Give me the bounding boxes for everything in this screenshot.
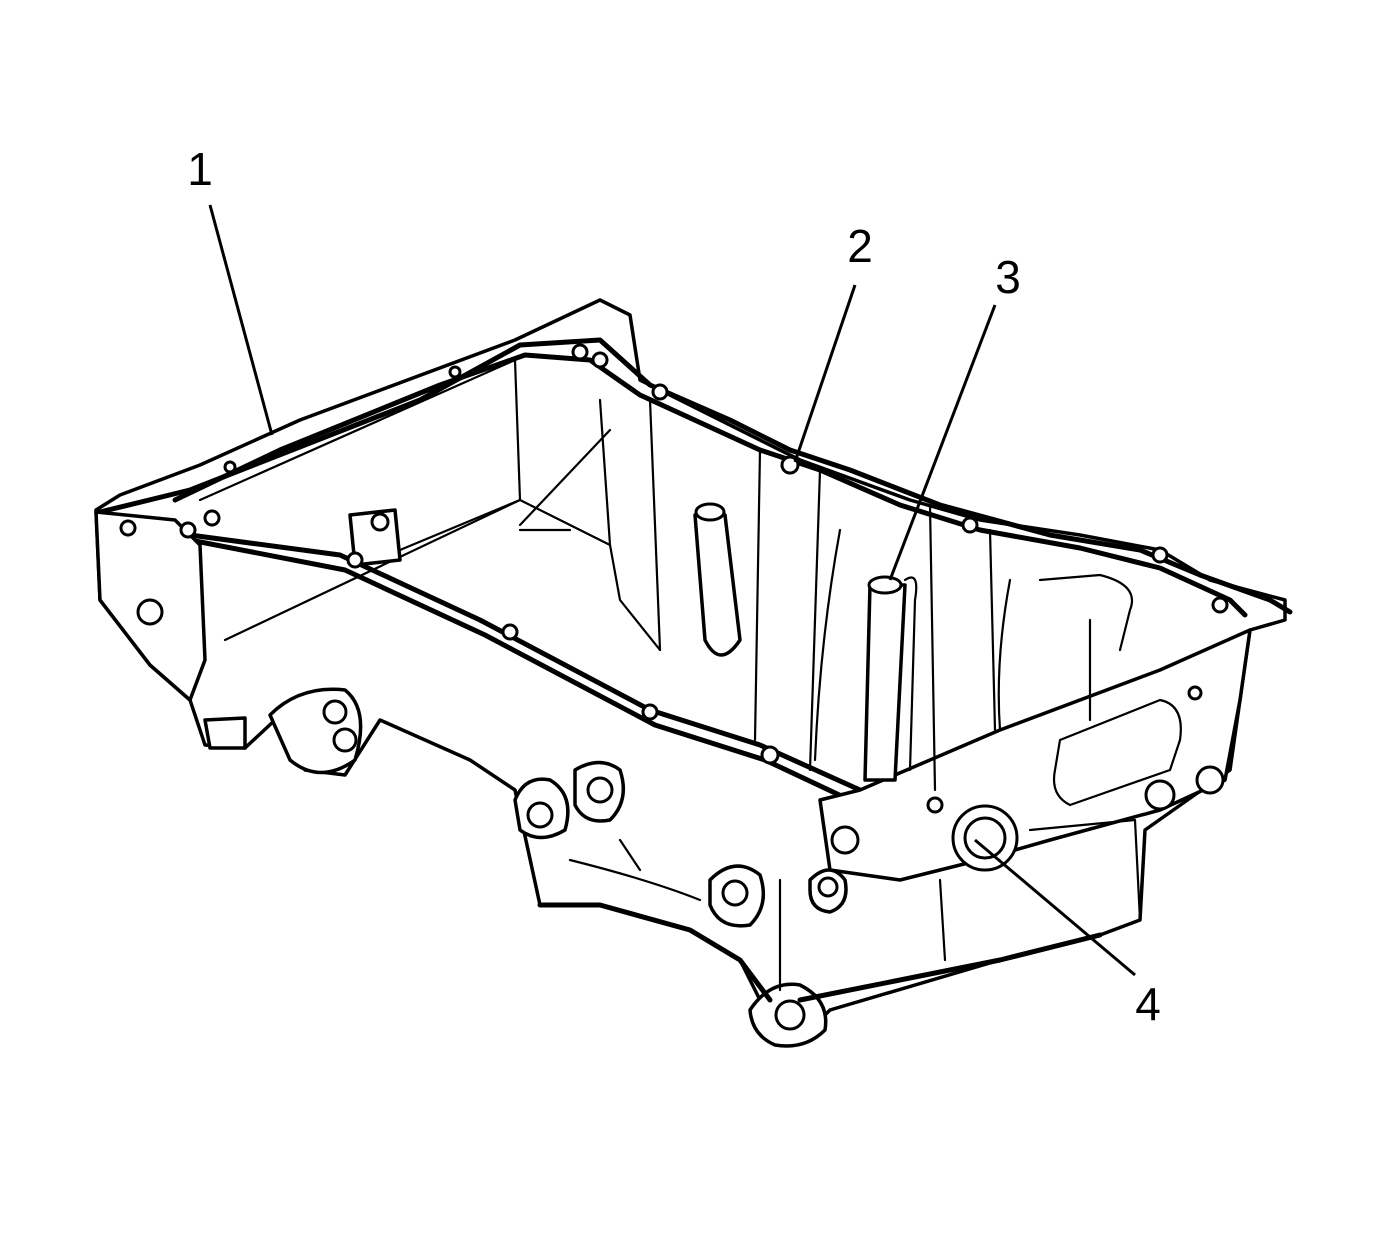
- dipstick-clip: [903, 576, 918, 772]
- flange-bolt-hole: [501, 623, 519, 641]
- flange-bolt-hole: [203, 509, 221, 527]
- right-face-hole-4: [926, 796, 944, 814]
- dipstick-tube-opening: [867, 575, 903, 595]
- right-lower-skirt: [938, 818, 1142, 962]
- leader-line-2: [793, 284, 857, 463]
- center-lower-boss-2-hole: [586, 776, 614, 804]
- baffle-left: [518, 428, 612, 532]
- pickup-tube-opening: [694, 502, 726, 522]
- drain-plug-hole: [774, 999, 806, 1031]
- flange-bolt-hole: [760, 745, 780, 765]
- interior-back-wall: [198, 358, 522, 642]
- flange-bolt-hole: [223, 460, 237, 474]
- bottom-boss-hole: [721, 879, 749, 907]
- flange-bolt-hole: [119, 519, 137, 537]
- flange-bolt-hole: [1151, 546, 1169, 564]
- flange-bolt-hole: [961, 516, 979, 534]
- flange-bolt-hole: [448, 365, 462, 379]
- flange-bolt-holes: [119, 343, 1229, 765]
- leader-line-4: [974, 838, 1136, 977]
- baffle-curve: [813, 528, 1012, 762]
- sensor-boss-hole: [370, 512, 390, 532]
- right-face-hole-2: [1195, 765, 1225, 795]
- right-face-hole-5: [1187, 685, 1203, 701]
- filter-port-inner: [963, 816, 1007, 860]
- oil-pan: [94, 298, 1293, 1048]
- center-lower-boss-hole: [526, 801, 554, 829]
- right-reservoir: [1038, 573, 1133, 722]
- bottom-right-boss-hole: [817, 876, 839, 898]
- interior-wall-right: [808, 468, 997, 792]
- front-rim-inner: [187, 537, 853, 803]
- bottom-curve: [568, 838, 782, 992]
- flange-bolt-hole: [571, 343, 589, 361]
- flange-bolt-hole: [591, 351, 609, 369]
- leader-line-3: [888, 304, 997, 581]
- interior-partition: [598, 398, 762, 742]
- flange-bolt-hole: [641, 703, 659, 721]
- flange-bolt-hole: [346, 551, 364, 569]
- filter-adapter-outline: [1052, 698, 1182, 807]
- lower-left-tab: [203, 716, 247, 750]
- right-face-hole-3: [830, 825, 860, 855]
- flange-bolt-hole: [1211, 596, 1229, 614]
- flange-bolt-hole: [651, 383, 669, 401]
- callout-3: 3: [995, 251, 1021, 303]
- callout-2: 2: [847, 220, 873, 272]
- callout-4: 4: [1135, 978, 1161, 1030]
- flange-bolt-hole: [179, 521, 197, 539]
- bottom-edge: [537, 902, 1103, 1003]
- callout-1: 1: [187, 143, 213, 195]
- left-face-hole: [136, 598, 164, 626]
- right-face-hole-1: [1144, 779, 1176, 811]
- lower-left-boss-hole-2: [332, 727, 358, 753]
- leader-line-1: [208, 204, 274, 436]
- lower-left-boss-hole: [322, 699, 348, 725]
